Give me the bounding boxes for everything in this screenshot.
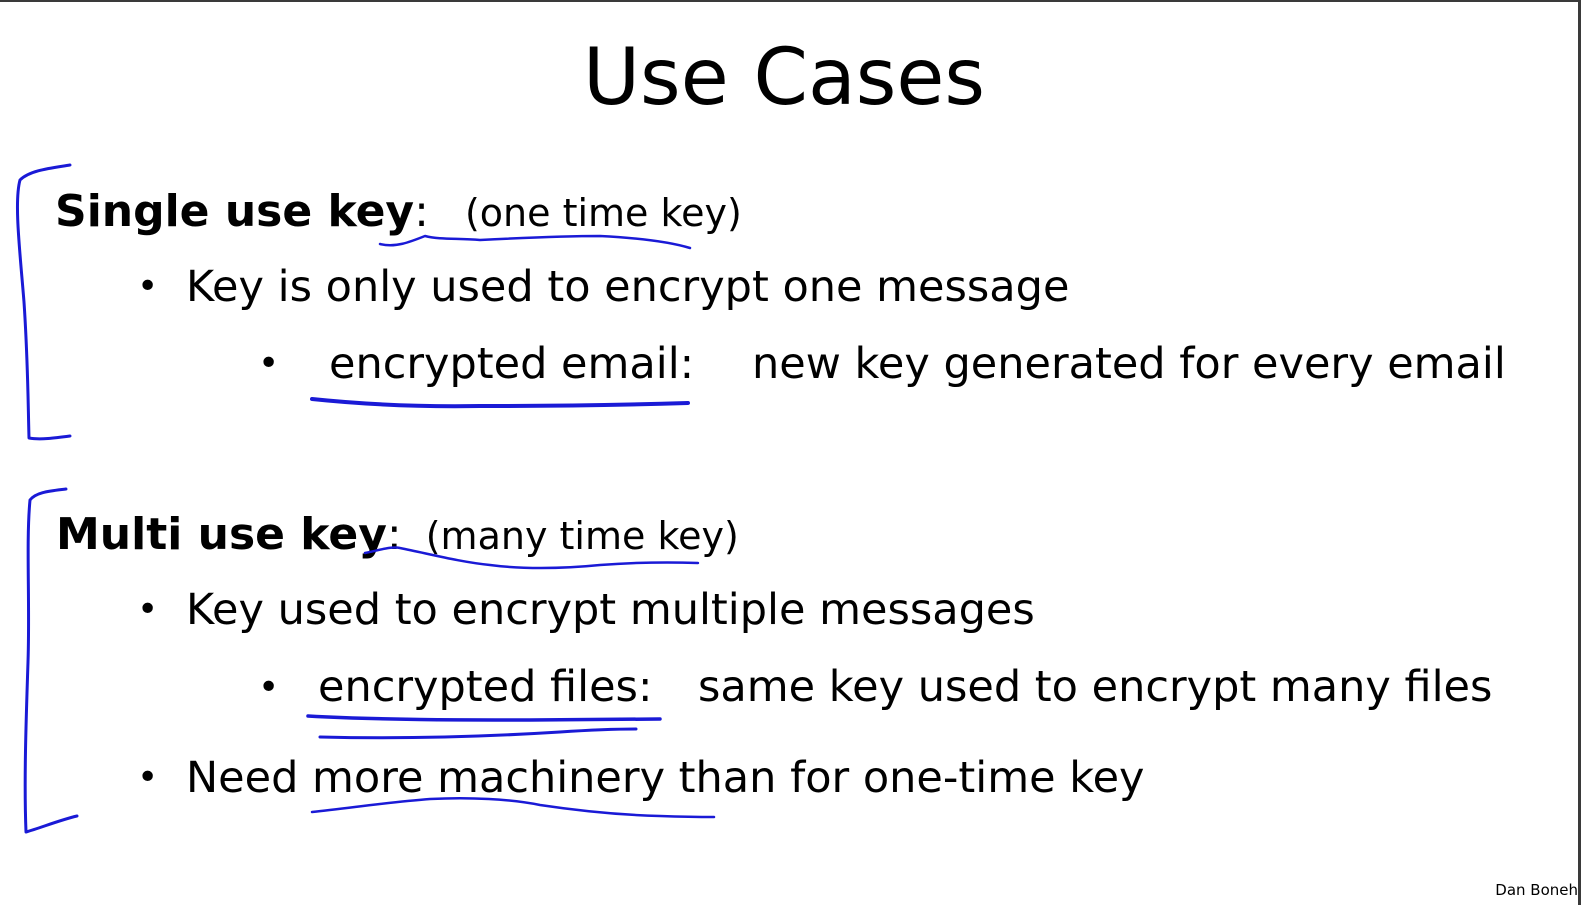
encrypted-files-desc: same key used to encrypt many files: [698, 662, 1493, 712]
underline-encrypted-email: [310, 397, 690, 409]
single-use-heading: Single use key: (one time key): [55, 190, 742, 234]
multi-use-heading-label: Multi use key: [56, 509, 387, 560]
multi-use-separator: :: [386, 509, 402, 560]
footer-author: Dan Boneh: [1495, 881, 1578, 899]
multi-use-bullet-2: Need more machinery than for one-time ke…: [186, 757, 1144, 800]
slide-title: Use Cases: [582, 33, 986, 123]
bullet-icon: •: [137, 757, 159, 798]
multi-use-note: (many time key): [425, 514, 739, 558]
single-use-bullet-1: Key is only used to encrypt one message: [186, 262, 1070, 312]
multi-use-bullet-2-after: than for one-time key: [665, 753, 1145, 803]
encrypted-files-term: encrypted files:: [318, 662, 653, 712]
bullet-icon: •: [137, 589, 159, 630]
multi-use-bullet-2-before: Need: [186, 753, 313, 803]
underline-encrypted-files-2: [318, 727, 638, 740]
underline-one-time-key: [378, 234, 692, 250]
single-use-heading-label: Single use key: [55, 186, 415, 237]
single-use-separator: :: [414, 186, 429, 237]
single-use-note: (one time key): [464, 191, 742, 235]
encrypted-email-term: encrypted email:: [329, 339, 695, 389]
bullet-icon: •: [137, 266, 159, 307]
multi-use-heading: Multi use key: (many time key): [56, 513, 739, 557]
multi-use-bullet-2-emph: more machinery: [312, 753, 666, 803]
multi-use-bullet-1: Key used to encrypt multiple messages: [186, 585, 1035, 635]
bullet-icon: •: [258, 343, 280, 384]
bullet-icon: •: [258, 667, 280, 708]
underline-encrypted-files-1: [306, 714, 662, 722]
encrypted-email-desc: new key generated for every email: [752, 339, 1506, 389]
